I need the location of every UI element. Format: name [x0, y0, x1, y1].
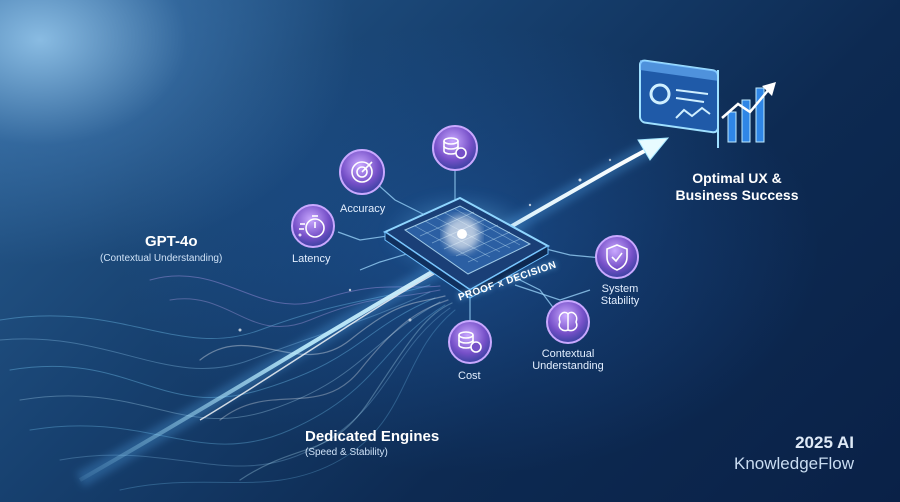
shield-check-icon [606, 244, 628, 271]
brand-year: 2025 AI [795, 433, 854, 452]
brand-name: KnowledgeFlow [733, 454, 854, 473]
gpt-subtitle: (Contextual Understanding) [100, 253, 223, 264]
growth-chart-icon [717, 70, 776, 148]
system-stability-line2: Stability [600, 295, 640, 307]
data-streams [0, 275, 456, 491]
arrow-head [637, 137, 670, 161]
outcome-line2: Business Success [675, 187, 799, 203]
node-contextual-understanding [546, 300, 590, 344]
brain-icon [558, 311, 578, 332]
system-stability-line1: System [601, 283, 639, 295]
stopwatch-icon [299, 215, 325, 238]
dashboard-icon [639, 59, 719, 134]
node-latency [291, 204, 335, 248]
system-stability-label: System Stability [598, 283, 642, 307]
node-accuracy [339, 149, 385, 195]
node-cost [448, 320, 492, 364]
node-accuracy-cost-db [432, 125, 478, 171]
target-icon [351, 161, 373, 183]
accuracy-label: Accuracy [340, 203, 386, 215]
engines-title: Dedicated Engines [305, 428, 440, 445]
contextual-line2: Understanding [532, 360, 604, 372]
engines-subtitle: (Speed & Stability) [305, 447, 388, 458]
outcome-label: Optimal UX & Business Success [668, 170, 806, 204]
node-system-stability [595, 235, 639, 279]
sparkles [238, 158, 612, 332]
gpt-title: GPT-4o [145, 233, 198, 250]
decision-hub-chip [380, 189, 551, 299]
contextual-line1: Contextual [541, 348, 595, 360]
database-coin-icon [443, 137, 467, 159]
contextual-understanding-label: Contextual Understanding [528, 348, 608, 372]
cost-label: Cost [458, 370, 481, 382]
coins-icon [458, 331, 482, 353]
latency-label: Latency [292, 253, 331, 265]
outcome-line1: Optimal UX & [692, 170, 782, 186]
